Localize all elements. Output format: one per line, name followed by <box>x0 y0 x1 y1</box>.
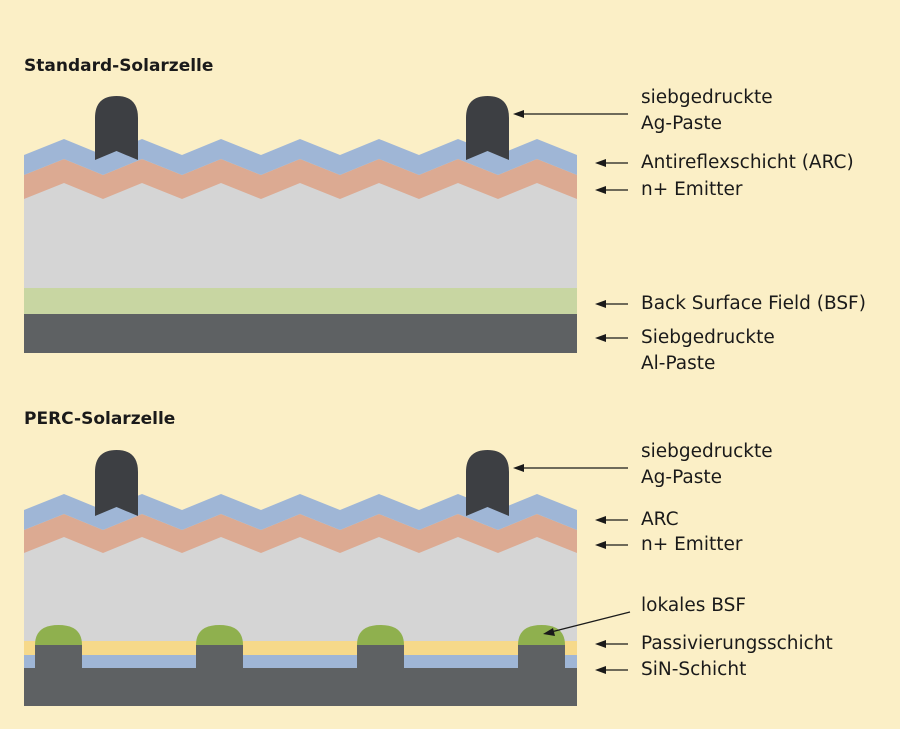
perc-local-bsf-1 <box>35 625 82 645</box>
standard-emitter-layer <box>24 159 577 199</box>
leader-arrows <box>513 110 631 674</box>
arrow-perc-arc <box>595 516 628 524</box>
perc-arc-layer <box>24 494 577 530</box>
arrow-perc-emitter <box>595 541 628 549</box>
arrow-perc-passivation <box>595 640 628 648</box>
label-standard-arc: Antireflexschicht (ARC) <box>641 152 854 173</box>
perc-al-paste-layer <box>24 645 577 706</box>
standard-arc-layer <box>24 139 577 175</box>
perc-cell-title: PERC-Solarzelle <box>24 409 176 429</box>
label-perc-local-bsf: lokales BSF <box>641 595 746 616</box>
perc-local-bsf-2 <box>196 625 243 645</box>
label-perc-sin: SiN-Schicht <box>641 659 747 680</box>
label-perc-arc: ARC <box>641 509 679 530</box>
arrow-standard-ag-paste <box>513 110 628 118</box>
perc-emitter-layer <box>24 514 577 553</box>
label-perc-ag-paste: siebgedruckte Ag-Paste <box>641 441 773 488</box>
arrow-perc-local-bsf <box>543 611 631 636</box>
arrow-standard-arc <box>595 159 628 167</box>
arrow-perc-ag-paste <box>513 464 628 472</box>
perc-ag-contact-right <box>466 450 509 516</box>
perc-local-bsf-3 <box>357 625 404 645</box>
standard-silicon-substrate <box>24 159 577 290</box>
perc-sin-layer <box>24 655 577 668</box>
perc-cell-cross-section <box>24 450 577 706</box>
label-perc-emitter: n+ Emitter <box>641 534 743 555</box>
arrow-perc-sin <box>595 666 628 674</box>
standard-ag-contact-right <box>466 96 509 160</box>
arrow-standard-al-paste <box>595 334 628 342</box>
label-standard-emitter: n+ Emitter <box>641 179 743 200</box>
standard-cell-cross-section <box>24 96 577 353</box>
standard-bsf-layer <box>24 288 577 314</box>
arrow-standard-bsf <box>595 300 628 308</box>
standard-al-paste-layer <box>24 314 577 353</box>
perc-ag-contact-left <box>95 450 138 516</box>
perc-passivation-layer <box>24 641 577 655</box>
perc-silicon-substrate <box>24 514 577 643</box>
arrow-standard-emitter <box>595 186 628 194</box>
label-standard-al-paste: Siebgedruckte Al-Paste <box>641 327 775 374</box>
standard-cell-title: Standard-Solarzelle <box>24 56 214 76</box>
standard-ag-contact-left <box>95 96 138 160</box>
label-perc-passivation: Passivierungsschicht <box>641 633 833 654</box>
label-standard-ag-paste: siebgedruckte Ag-Paste <box>641 87 773 134</box>
label-standard-bsf: Back Surface Field (BSF) <box>641 293 866 314</box>
